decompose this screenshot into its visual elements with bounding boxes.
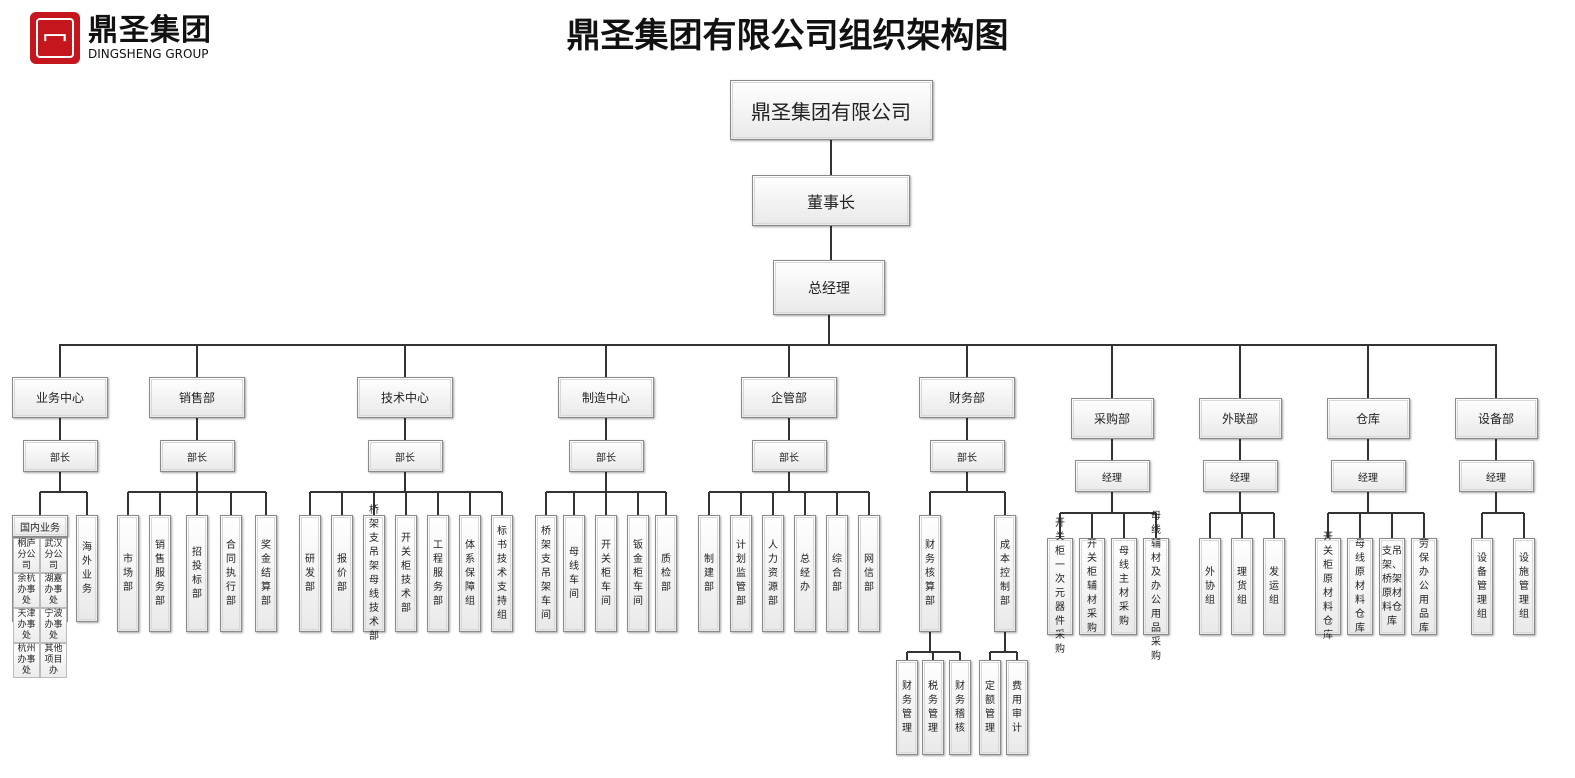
office-cell[interactable]: 桐庐分公司 xyxy=(13,538,40,573)
sub-department-node[interactable]: 体系保障组 xyxy=(459,515,481,632)
office-cell[interactable]: 其他项目办 xyxy=(40,643,67,678)
department-head-node[interactable]: 部长 xyxy=(568,440,644,472)
department-head-node[interactable]: 部长 xyxy=(751,440,827,472)
sub-department-node[interactable]: 理货组 xyxy=(1231,538,1253,635)
office-cell[interactable]: 杭州办事处 xyxy=(13,643,40,678)
department-head-node[interactable]: 部长 xyxy=(159,440,235,472)
department-head-node[interactable]: 部长 xyxy=(22,440,98,472)
domestic-offices-grid: 桐庐分公司武汉分公司余杭办事处湖嘉办事处天津办事处宁波办事处杭州办事处其他项目办 xyxy=(12,537,68,678)
department-head-node[interactable]: 经理 xyxy=(1330,460,1406,492)
sub-department-node[interactable]: 支吊架、桥架原材料仓库 xyxy=(1379,538,1405,635)
sub-department-node[interactable]: 合同执行部 xyxy=(220,515,242,632)
sub-department-node[interactable]: 钣金柜车间 xyxy=(627,515,649,632)
sub-department-node[interactable]: 报价部 xyxy=(331,515,353,632)
sub-department-node[interactable]: 设备管理组 xyxy=(1471,538,1493,635)
office-cell[interactable]: 武汉分公司 xyxy=(40,538,67,573)
sub-department-node[interactable]: 计划监管部 xyxy=(730,515,752,632)
department-node[interactable]: 仓库 xyxy=(1326,398,1410,439)
sub-department-node[interactable]: 工程服务部 xyxy=(427,515,449,632)
sub-department-node[interactable]: 质检部 xyxy=(655,515,677,632)
sub-department-node[interactable]: 开关柜技术部 xyxy=(395,515,417,632)
department-head-node[interactable]: 部长 xyxy=(929,440,1005,472)
general-manager-node[interactable]: 总经理 xyxy=(773,260,885,315)
department-head-node[interactable]: 经理 xyxy=(1202,460,1278,492)
department-head-node[interactable]: 经理 xyxy=(1074,460,1150,492)
sub-department-node[interactable]: 母线辅材及办公用品采购 xyxy=(1143,511,1169,662)
office-cell[interactable]: 余杭办事处 xyxy=(13,573,40,608)
sub-department-node[interactable]: 开关柜车间 xyxy=(595,515,617,632)
sub-department-node[interactable]: 综合部 xyxy=(826,515,848,632)
department-head-node[interactable]: 部长 xyxy=(367,440,443,472)
department-node[interactable]: 外联部 xyxy=(1198,398,1282,439)
domestic-business-node[interactable]: 国内业务 xyxy=(12,515,68,537)
logo-en: DINGSHENG GROUP xyxy=(88,47,209,61)
logo-cn: 鼎圣集团 xyxy=(88,13,212,48)
sub-department-node[interactable]: 市场部 xyxy=(117,515,139,632)
sub-department-node[interactable]: 开关柜原材料仓库 xyxy=(1315,532,1341,641)
sub-department-node[interactable]: 母线主材采购 xyxy=(1111,538,1137,635)
office-cell[interactable]: 宁波办事处 xyxy=(40,608,67,643)
department-node[interactable]: 制造中心 xyxy=(558,377,654,418)
department-head-node[interactable]: 经理 xyxy=(1458,460,1534,492)
sub-department-node[interactable]: 财务核算部 xyxy=(919,515,941,632)
finance-unit-node[interactable]: 定额管理 xyxy=(979,660,1001,755)
sub-department-node[interactable]: 成本控制部 xyxy=(994,515,1016,632)
office-cell[interactable]: 湖嘉办事处 xyxy=(40,573,67,608)
sub-department-node[interactable]: 标书技术支持组 xyxy=(491,515,513,632)
department-node[interactable]: 技术中心 xyxy=(357,377,453,418)
department-node[interactable]: 财务部 xyxy=(919,377,1015,418)
sub-department-node[interactable]: 研发部 xyxy=(299,515,321,632)
sub-department-node[interactable]: 网信部 xyxy=(858,515,880,632)
sub-department-node[interactable]: 销售服务部 xyxy=(149,515,171,632)
department-node[interactable]: 设备部 xyxy=(1454,398,1538,439)
sub-department-node[interactable]: 母线车间 xyxy=(563,515,585,632)
sub-department-node[interactable]: 桥架支吊架母线技术部 xyxy=(363,505,385,642)
sub-department-node[interactable]: 开关柜辅材采购 xyxy=(1079,538,1105,635)
sub-department-node[interactable]: 海外业务 xyxy=(76,515,98,622)
sub-department-node[interactable]: 发运组 xyxy=(1263,538,1285,635)
department-node[interactable]: 企管部 xyxy=(741,377,837,418)
sub-department-node[interactable]: 桥架支吊架车间 xyxy=(535,515,557,632)
sub-department-node[interactable]: 奖金结算部 xyxy=(255,515,277,632)
logo-mark-icon: 冖 xyxy=(30,12,80,64)
finance-unit-node[interactable]: 费用审计 xyxy=(1006,660,1028,755)
sub-department-node[interactable]: 人力资源部 xyxy=(762,515,784,632)
page-title: 鼎圣集团有限公司组织架构图 xyxy=(566,16,1009,56)
sub-department-node[interactable]: 母线原材料仓库 xyxy=(1347,538,1373,635)
sub-department-node[interactable]: 总经办 xyxy=(794,515,816,632)
department-node[interactable]: 采购部 xyxy=(1070,398,1154,439)
chairman-node[interactable]: 董事长 xyxy=(752,175,910,226)
finance-unit-node[interactable]: 财务管理 xyxy=(896,660,918,755)
sub-department-node[interactable]: 劳保办公用品库 xyxy=(1411,538,1437,635)
sub-department-node[interactable]: 制建部 xyxy=(698,515,720,632)
sub-department-node[interactable]: 招投标部 xyxy=(186,515,208,632)
finance-unit-node[interactable]: 财务稽核 xyxy=(949,660,971,755)
sub-department-node[interactable]: 开关柜一次元器件采购 xyxy=(1047,518,1073,655)
department-node[interactable]: 销售部 xyxy=(149,377,245,418)
sub-department-node[interactable]: 设施管理组 xyxy=(1513,538,1535,635)
department-node[interactable]: 业务中心 xyxy=(12,377,108,418)
office-cell[interactable]: 天津办事处 xyxy=(13,608,40,643)
finance-unit-node[interactable]: 税务管理 xyxy=(922,660,944,755)
sub-department-node[interactable]: 外协组 xyxy=(1199,538,1221,635)
logo: 冖 鼎圣集团 DINGSHENG GROUP xyxy=(30,12,212,64)
company-node[interactable]: 鼎圣集团有限公司 xyxy=(729,80,933,140)
